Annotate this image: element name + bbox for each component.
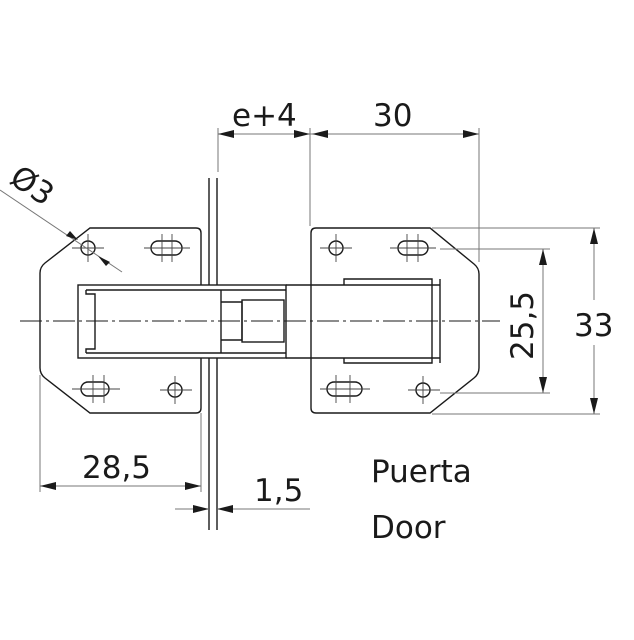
svg-text:e+4: e+4: [232, 98, 297, 134]
svg-text:Ø3: Ø3: [4, 159, 61, 214]
svg-text:28,5: 28,5: [82, 450, 151, 486]
dim-inner-height: 25,5: [440, 248, 550, 394]
slot-hole: [80, 381, 110, 397]
slot-hole: [326, 381, 363, 397]
dim-overall-height: 33: [432, 227, 613, 415]
left-mounting-plate: [39, 227, 202, 414]
dim-left-plate-width: 28,5: [39, 375, 202, 492]
dim-hole-diameter: Ø3: [0, 159, 123, 273]
svg-text:25,5: 25,5: [505, 291, 541, 360]
dim-right-plate-width: 30: [310, 98, 480, 262]
dim-door-gap: 1,5: [175, 473, 310, 513]
dim-gap-offset: e+4: [217, 98, 311, 226]
hinge-arm: [77, 278, 441, 364]
label-door: Door: [371, 510, 446, 546]
svg-text:30: 30: [373, 98, 412, 134]
right-mounting-plate: [310, 227, 480, 414]
svg-text:33: 33: [574, 308, 613, 344]
slot-hole: [397, 240, 429, 256]
label-puerta: Puerta: [371, 454, 472, 490]
slot-hole: [150, 240, 183, 256]
svg-text:1,5: 1,5: [254, 473, 303, 509]
